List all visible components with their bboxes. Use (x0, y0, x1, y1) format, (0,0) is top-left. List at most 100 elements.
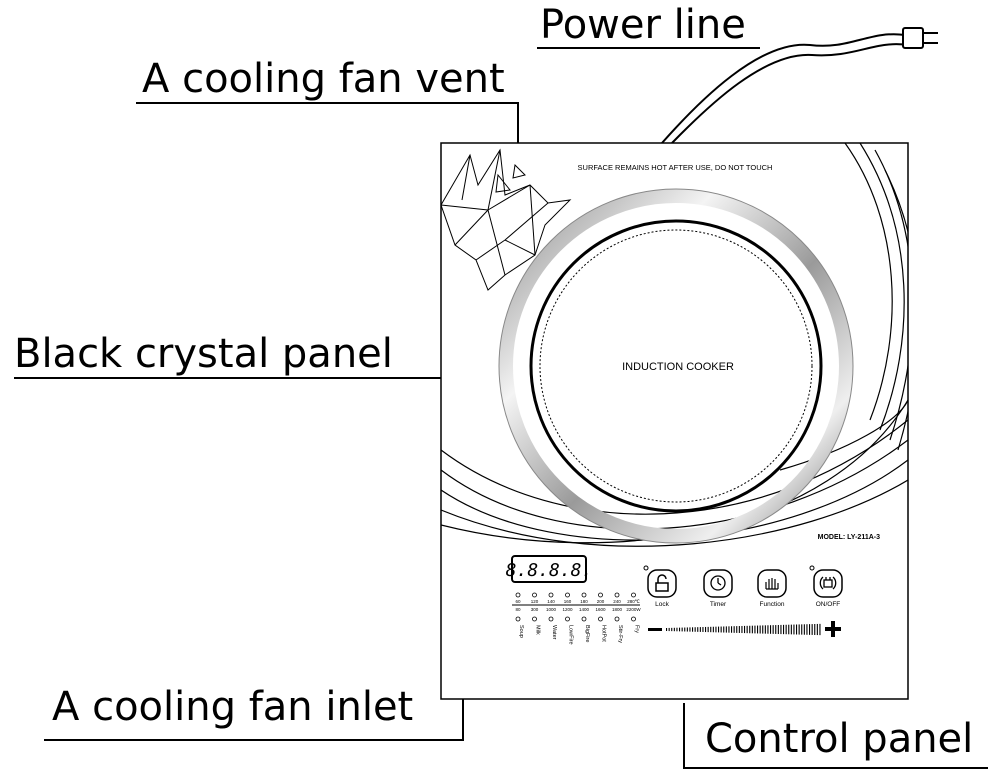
power-line-label: Power line (540, 2, 746, 48)
wattage-label: 2200W (626, 607, 641, 612)
temperature-label: 280℃ (627, 599, 641, 604)
slider-tick (796, 624, 798, 635)
slider-tick (736, 626, 738, 633)
model-label: MODEL: LY-211A-3 (818, 534, 880, 541)
wattage-label: 1400 (579, 607, 590, 612)
cooking-zone-outer-ring (499, 189, 853, 543)
cooking-zone-outer-edge (498, 188, 854, 544)
mode-indicator (565, 616, 570, 622)
slider-tick (738, 626, 740, 633)
mode-indicator (581, 616, 587, 622)
slider-tick (702, 627, 704, 632)
mode-indicator (532, 616, 537, 622)
slider-tick (788, 624, 790, 635)
power-plug-icon (819, 576, 837, 590)
slider-tick (803, 624, 805, 635)
slider-tick (720, 626, 722, 633)
slider-tick (819, 623, 821, 636)
black-crystal-panel-label: Black crystal panel (14, 331, 393, 377)
temperature-label: 60 (515, 599, 521, 604)
slider-tick (809, 624, 811, 635)
slider-tick (816, 623, 818, 636)
wattage-label: 1600 (595, 607, 606, 612)
slider-tick (785, 624, 787, 635)
slider-tick (798, 624, 800, 635)
slider-tick (780, 624, 782, 635)
temperature-label: 160 (564, 599, 572, 604)
mode-label: LowFire (568, 625, 574, 645)
power-slider[interactable] (648, 621, 841, 637)
crystal-geometric-decoration (440, 148, 572, 291)
slider-tick (715, 626, 717, 633)
on-off-button[interactable] (809, 565, 843, 598)
led-display-digits: 8.8.8.8. (506, 560, 593, 581)
mode-indicator (598, 616, 603, 622)
control-panel-label: Control panel (705, 716, 973, 762)
slider-tick (728, 626, 730, 633)
slider-tick (694, 627, 696, 632)
cooking-zone-inner-ring (529, 219, 823, 513)
slider-tick (811, 624, 813, 635)
slider-tick (770, 625, 772, 634)
cooling-fan-inlet-label: A cooling fan inlet (52, 684, 413, 730)
power-level-indicator (565, 592, 570, 598)
power-level-indicator (515, 592, 521, 598)
slider-tick (723, 626, 725, 633)
temperature-label: 200 (597, 599, 605, 604)
slider-tick (684, 627, 686, 632)
slider-tick (712, 626, 714, 633)
slider-minus-icon[interactable] (648, 628, 662, 631)
slider-tick (775, 625, 777, 634)
power-cord (661, 27, 938, 144)
clock-icon (710, 575, 726, 591)
slider-tick (697, 627, 699, 632)
slider-tick (673, 627, 675, 632)
temperature-label: 120 (531, 599, 539, 604)
power-level-indicator (548, 592, 554, 598)
mode-label: HotPot (601, 625, 607, 642)
slider-tick (718, 626, 720, 633)
slider-tick (681, 627, 683, 632)
mode-indicator (631, 616, 636, 622)
power-level-indicator (631, 592, 636, 598)
mode-label: Milk (535, 625, 541, 635)
slider-tick (762, 625, 764, 634)
slider-tick (668, 627, 670, 632)
timer-button[interactable] (703, 569, 733, 598)
slider-tick (710, 626, 712, 633)
slider-tick (764, 625, 766, 634)
slider-plus-icon[interactable] (825, 621, 841, 637)
slider-track[interactable] (666, 623, 821, 636)
wattage-label: 300 (531, 607, 539, 612)
function-button[interactable] (757, 569, 787, 598)
temperature-label: 180 (580, 599, 588, 604)
slider-tick (801, 624, 803, 635)
cooling-fan-vent-label: A cooling fan vent (142, 56, 505, 102)
slider-tick (790, 624, 792, 635)
mode-indicator (614, 616, 620, 622)
slider-tick (751, 625, 753, 634)
slider-tick (705, 626, 707, 633)
led-display (511, 555, 587, 583)
temperature-label: 140 (547, 599, 555, 604)
hand-icon (765, 578, 779, 590)
lock-button[interactable] (643, 565, 677, 598)
on-off-label: ON/OFF (816, 601, 841, 608)
power-level-indicator (598, 592, 603, 598)
wattage-label: 1800 (612, 607, 623, 612)
slider-tick (746, 625, 748, 634)
temperature-label: 240 (613, 599, 621, 604)
lock-label: Lock (655, 601, 669, 608)
mode-label: Soup (518, 625, 524, 638)
mode-label: Water (551, 625, 557, 640)
wattage-label: 80 (515, 607, 521, 612)
slider-tick (741, 625, 743, 634)
induction-cooker-label: INDUCTION COOKER (622, 361, 734, 373)
wattage-label: 1200 (562, 607, 573, 612)
cooking-zone-dotted-ring (539, 229, 813, 503)
power-level-indicator (532, 592, 537, 598)
slider-tick (707, 626, 709, 633)
slider-tick (699, 627, 701, 632)
slider-tick (731, 626, 733, 633)
